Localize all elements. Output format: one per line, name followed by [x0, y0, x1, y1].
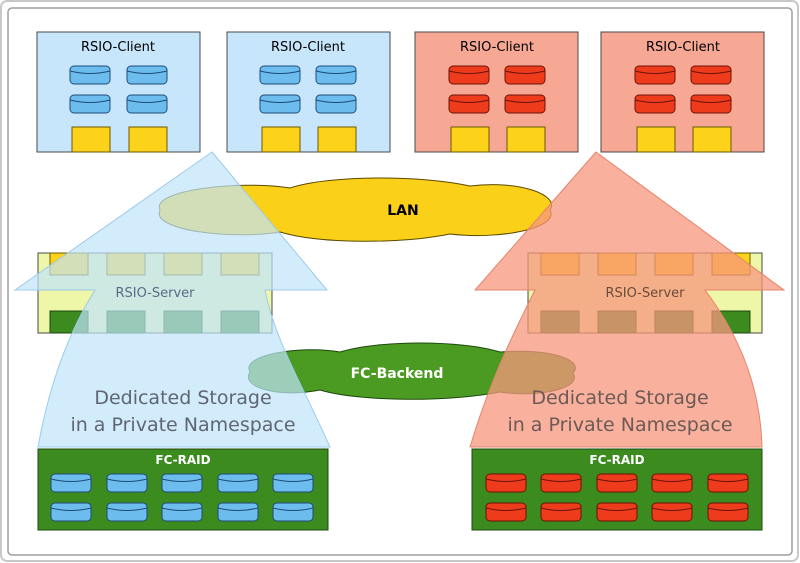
storage-title-right-line2: in a Private Namespace	[507, 414, 732, 436]
client-label: RSIO-Client	[646, 40, 720, 55]
storage-title-left-line2: in a Private Namespace	[70, 414, 295, 436]
storage-title-right-line1: Dedicated Storage	[531, 387, 708, 409]
client-label: RSIO-Client	[460, 40, 534, 55]
server-label-right: RSIO-Server	[605, 286, 685, 301]
client-box-2: RSIO-Client	[226, 31, 391, 153]
fc-raid-right: FC-RAID	[471, 448, 763, 531]
storage-title-left-line1: Dedicated Storage	[94, 387, 271, 409]
client-label: RSIO-Client	[81, 40, 155, 55]
client-box-3: RSIO-Client	[414, 31, 579, 153]
arrow-left-blue	[13, 151, 331, 448]
fc-raid-left: FC-RAID	[37, 448, 329, 531]
server-label-left: RSIO-Server	[115, 286, 195, 301]
raid-label: FC-RAID	[155, 453, 210, 467]
client-box-1: RSIO-Client	[36, 31, 201, 153]
client-label: RSIO-Client	[271, 40, 345, 55]
client-box-4: RSIO-Client	[600, 31, 765, 153]
raid-label: FC-RAID	[589, 453, 644, 467]
arrow-right-red	[469, 151, 786, 448]
lan-label: LAN	[387, 203, 418, 219]
fc-backend-label: FC-Backend	[351, 366, 444, 382]
